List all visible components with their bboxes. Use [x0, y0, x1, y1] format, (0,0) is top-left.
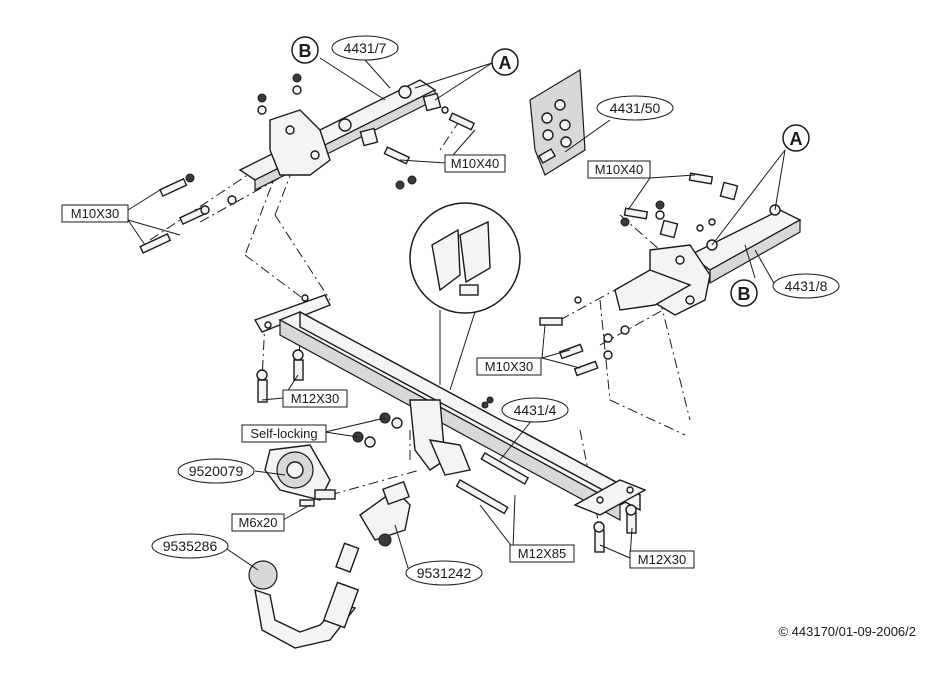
callout-4431-50: 4431/50	[596, 95, 674, 121]
svg-text:B: B	[299, 41, 312, 61]
svg-text:B: B	[738, 284, 751, 304]
callout-4431-7: 4431/7	[331, 35, 399, 61]
svg-text:9531242: 9531242	[417, 565, 472, 581]
lock-module	[359, 480, 411, 547]
callout-m12x30-right: M12X30	[629, 550, 695, 569]
marker-a-left: A	[491, 48, 519, 76]
svg-text:4431/7: 4431/7	[344, 40, 387, 56]
svg-text:Self-locking: Self-locking	[250, 426, 317, 441]
callout-9535286: 9535286	[151, 533, 229, 559]
callout-9531242: 9531242	[405, 560, 483, 586]
svg-text:9520079: 9520079	[189, 463, 244, 479]
svg-text:M12X30: M12X30	[638, 552, 686, 567]
svg-text:M10X30: M10X30	[71, 206, 119, 221]
svg-text:M10X30: M10X30	[485, 359, 533, 374]
callout-m12x85: M12X85	[509, 544, 575, 563]
svg-text:4431/4: 4431/4	[514, 402, 557, 418]
left-side-bracket	[238, 79, 442, 191]
svg-text:A: A	[790, 129, 803, 149]
right-side-bracket	[614, 181, 802, 316]
svg-text:4431/8: 4431/8	[785, 278, 828, 294]
socket-plate	[264, 444, 336, 507]
callout-4431-4: 4431/4	[501, 397, 569, 423]
svg-text:A: A	[499, 53, 512, 73]
self-locking-nuts	[352, 396, 494, 448]
copyright-text: © 443170/01-09-2006/2	[778, 624, 916, 639]
callout-m12x30-left: M12X30	[282, 389, 348, 408]
callout-m10x30-left: M10X30	[61, 204, 129, 223]
svg-text:M12X30: M12X30	[291, 391, 339, 406]
callout-m10x40-right: M10X40	[587, 160, 651, 179]
main-crossbeam	[253, 294, 647, 522]
marker-b-left: B	[291, 36, 319, 64]
callout-m10x40-left: M10X40	[444, 154, 506, 173]
svg-text:M10X40: M10X40	[451, 156, 499, 171]
callout-m6x20: M6x20	[231, 513, 285, 532]
leader-lines	[127, 57, 786, 571]
svg-text:M12X85: M12X85	[518, 546, 566, 561]
marker-b-right: B	[730, 279, 758, 307]
beam-detail-inset	[409, 202, 521, 391]
svg-text:9535286: 9535286	[163, 538, 218, 554]
callout-self-locking: Self-locking	[241, 424, 327, 443]
svg-text:M6x20: M6x20	[238, 515, 277, 530]
tow-ball	[248, 542, 360, 649]
callout-4431-8: 4431/8	[772, 273, 840, 299]
marker-a-right: A	[782, 124, 810, 152]
svg-text:M10X40: M10X40	[595, 162, 643, 177]
long-bolts	[455, 451, 530, 515]
inset-4431-50	[529, 68, 586, 176]
svg-text:4431/50: 4431/50	[610, 100, 661, 116]
callout-m10x30-right: M10X30	[476, 357, 542, 376]
callout-9520079: 9520079	[177, 458, 255, 484]
right-fasteners	[539, 172, 716, 377]
vertical-bolts	[256, 349, 637, 553]
